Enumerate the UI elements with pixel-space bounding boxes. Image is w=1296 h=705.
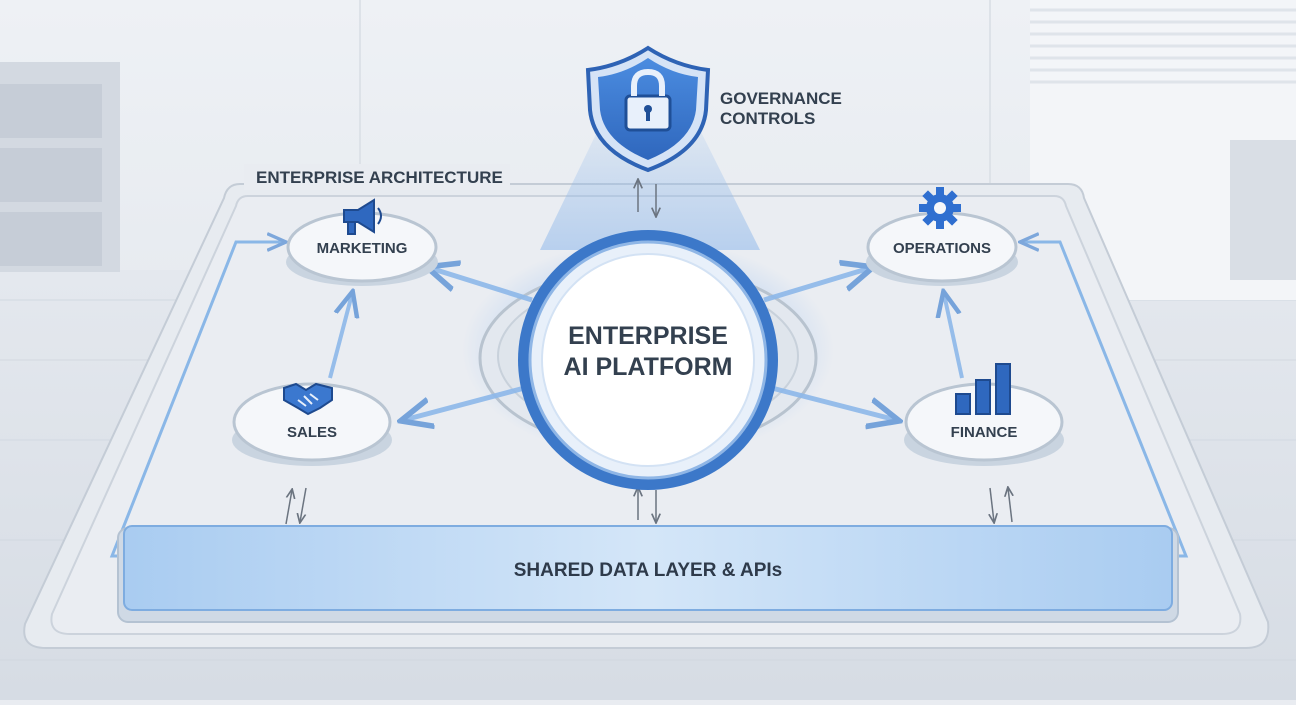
padlock-shield-icon [585, 45, 711, 173]
governance-beam [540, 130, 760, 250]
connector-finance-operations [944, 294, 964, 379]
connector-hub-sales [404, 383, 533, 420]
frame-title-bg [244, 164, 510, 190]
data-layer-label: SHARED DATA LAYER & APIs [514, 560, 783, 581]
node-marketing-label: MARKETING [317, 240, 408, 257]
node-sales[interactable]: SALES [232, 382, 392, 466]
data-layer-panel [123, 525, 1173, 611]
connector-hub-marketing [430, 268, 533, 303]
node-sales-top [232, 382, 392, 462]
node-operations[interactable]: OPERATIONS [866, 211, 1018, 286]
node-operations-label: OPERATIONS [893, 240, 991, 257]
governance-label-line2: CONTROLS [720, 109, 815, 128]
hub-title-line1: ENTERPRISE [568, 322, 728, 350]
megaphone-icon [343, 198, 382, 235]
governance-label-line1: GOVERNANCE [720, 89, 842, 108]
gear-icon [919, 187, 961, 229]
connector-sales-marketing [328, 294, 352, 379]
node-marketing[interactable]: MARKETING [286, 211, 438, 286]
shelf-left [0, 62, 120, 272]
bar-chart-icon [955, 363, 1011, 415]
connector-hub-operations [763, 268, 870, 303]
two-way-arrows [285, 180, 1012, 524]
frame-title: ENTERPRISE ARCHITECTURE [256, 168, 503, 187]
handshake-icon [283, 382, 333, 416]
connector-hub-finance [763, 383, 896, 420]
hub-title-line2: AI PLATFORM [564, 353, 733, 381]
node-sales-label: SALES [287, 424, 337, 441]
node-finance-label: FINANCE [951, 424, 1018, 441]
node-finance[interactable]: FINANCE [904, 382, 1064, 466]
hub-core [541, 253, 755, 467]
